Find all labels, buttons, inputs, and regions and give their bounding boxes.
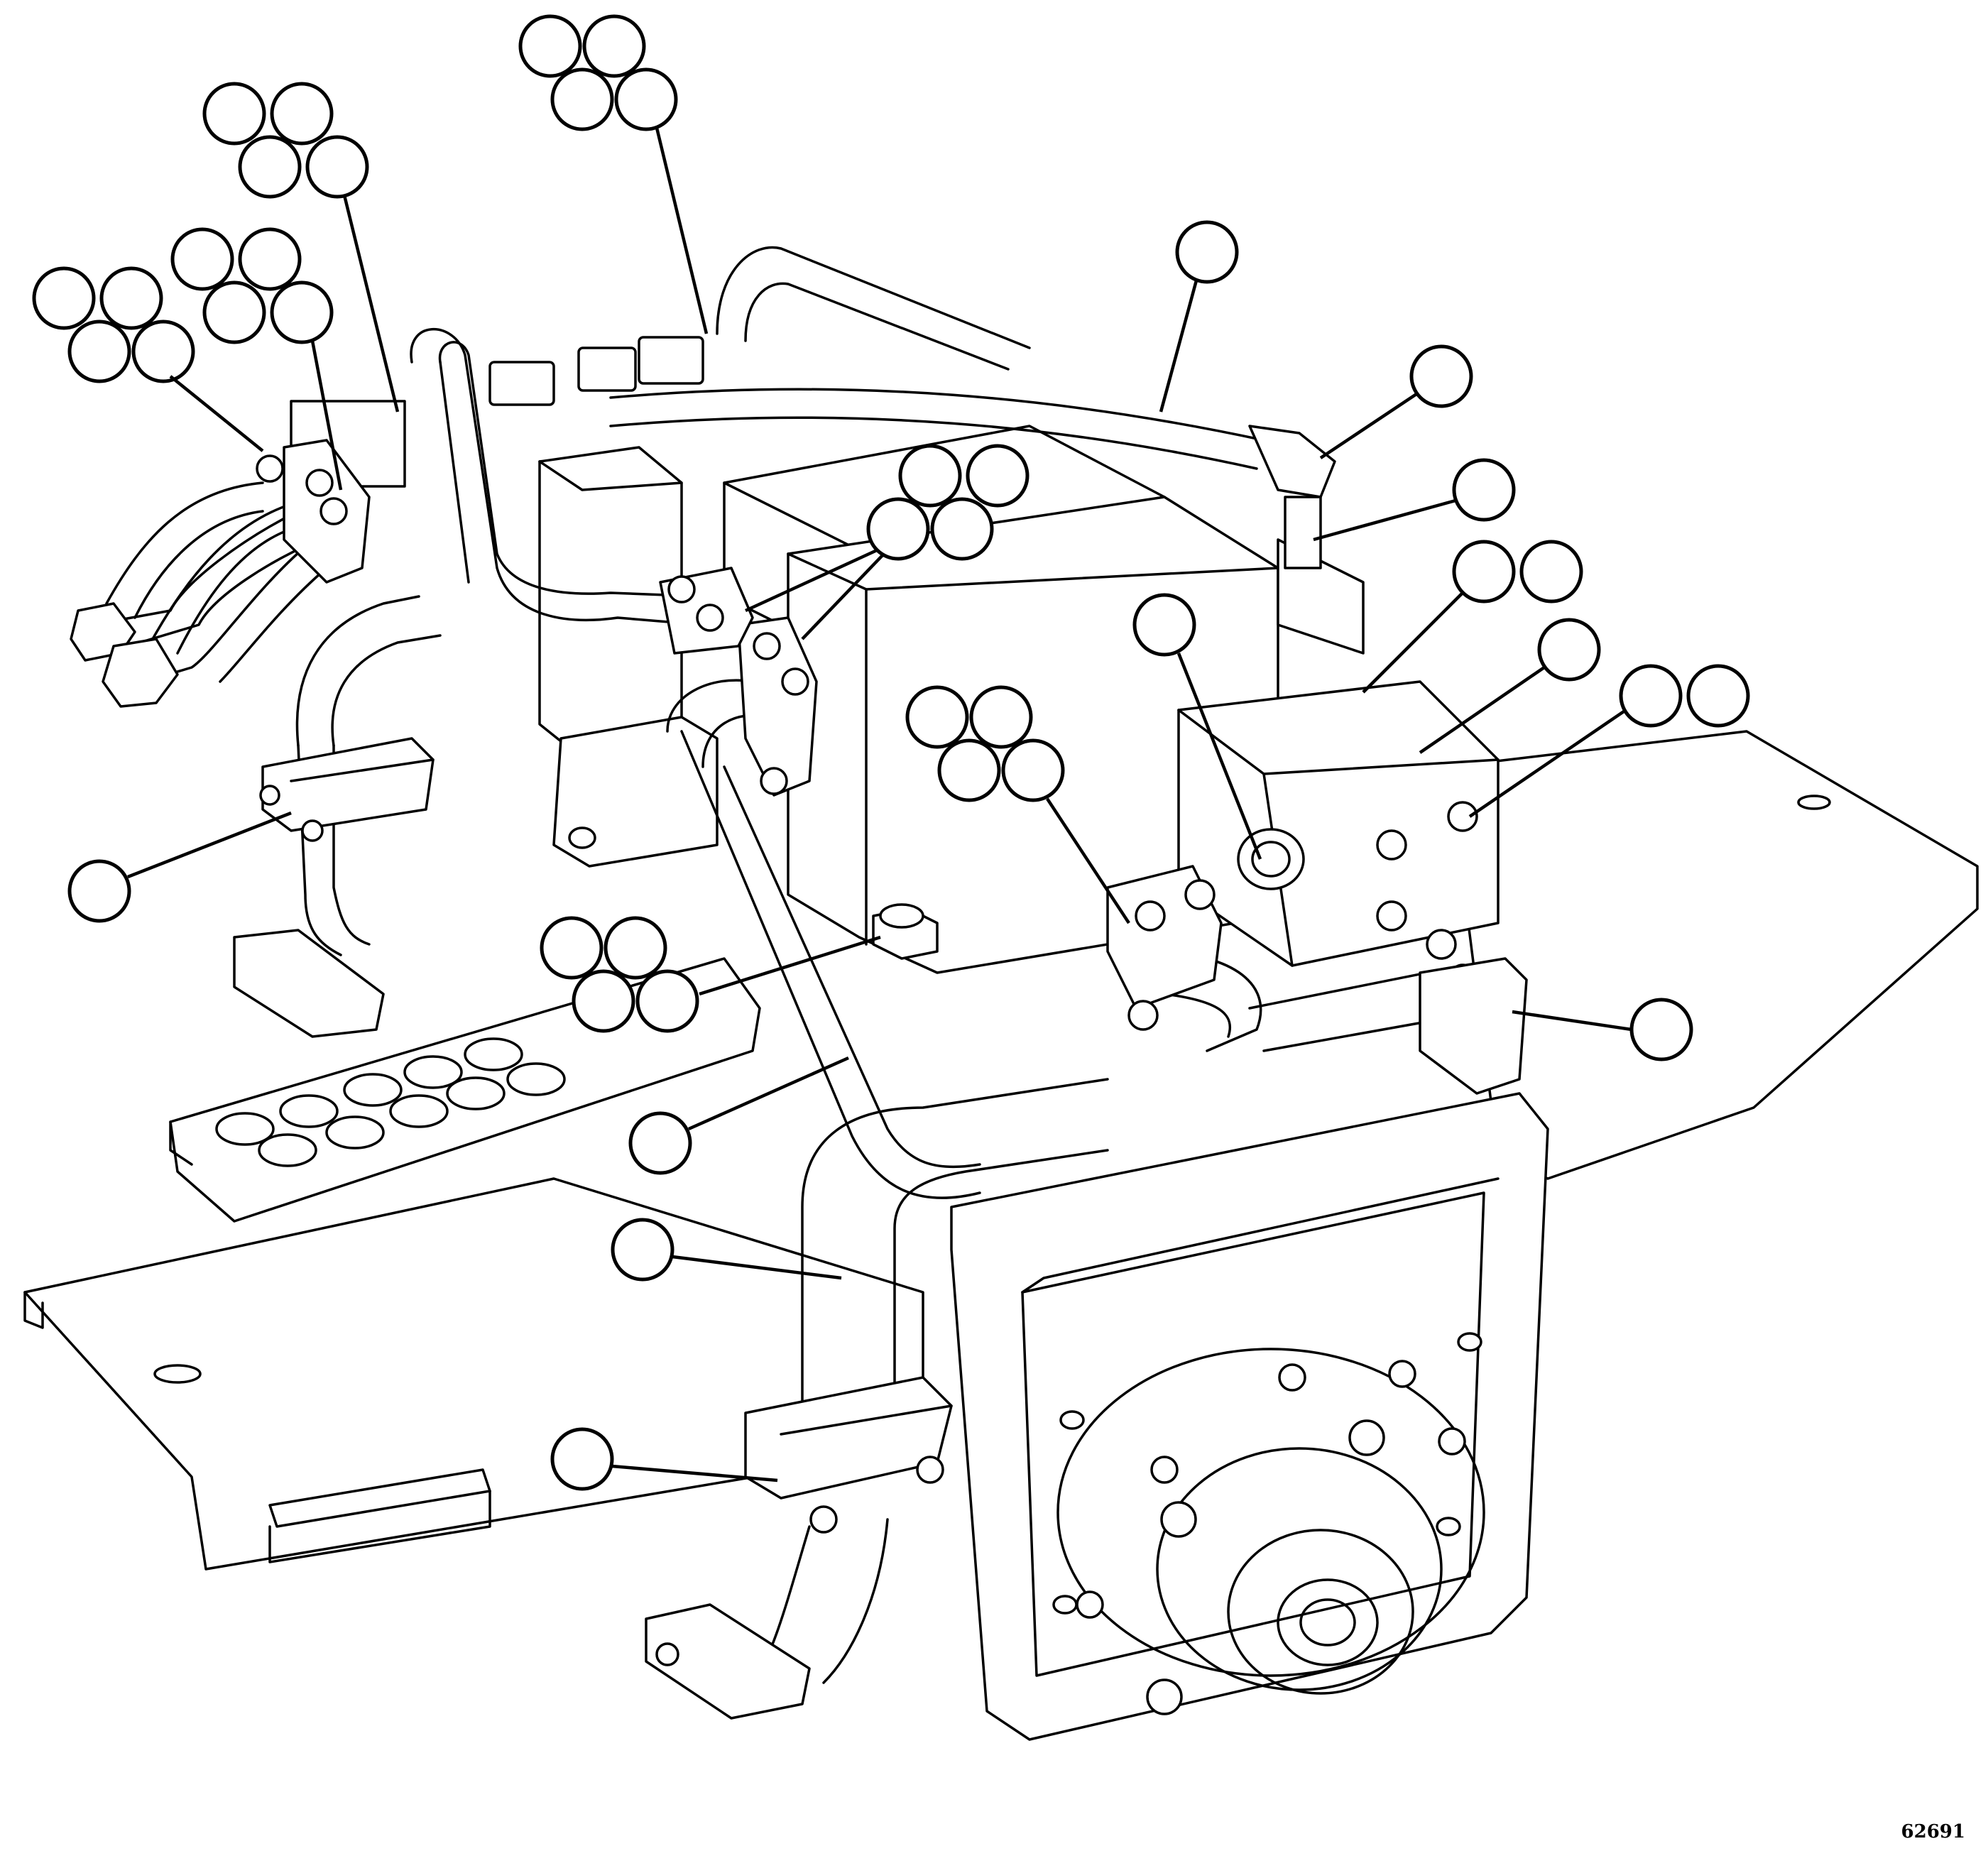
solenoid-1 [488, 361, 555, 406]
top-arch-pipe [716, 246, 1031, 371]
callout-balloon [67, 859, 131, 923]
slot-hole [153, 1364, 202, 1384]
center-long-pipe [680, 730, 981, 1199]
callout-balloon [67, 320, 131, 383]
upper-clamp [261, 737, 435, 832]
elbow-fitting [1248, 425, 1336, 498]
solenoid-edge [538, 460, 683, 491]
tall-vertical-pipe-inner [438, 341, 704, 598]
callout-balloon [572, 969, 635, 1033]
hub-outer [1056, 1348, 1485, 1677]
hub-center [1299, 1598, 1356, 1647]
callout-balloon [1686, 664, 1750, 728]
callout-balloon [898, 444, 962, 508]
left-bend-pipe-2 [155, 545, 328, 683]
callout-balloon [238, 135, 302, 199]
left-down-pipe [297, 744, 371, 956]
left-hose-2 [151, 503, 293, 655]
callout-balloon [32, 266, 96, 330]
rail-holes [215, 1037, 566, 1167]
hub-flange [1156, 1447, 1443, 1691]
callout-balloon [1629, 998, 1693, 1061]
center-flange [737, 616, 818, 797]
top-hose [609, 388, 1279, 470]
left-mid-bend [295, 595, 442, 747]
solenoid-3 [638, 336, 704, 385]
clamp-edge [780, 1404, 953, 1436]
callout-balloon [1537, 618, 1601, 682]
right-mount-block [1419, 957, 1528, 1095]
callout-balloon [270, 82, 334, 146]
callout-balloon [1519, 540, 1583, 604]
callout-balloon [238, 227, 302, 291]
slot-hole [1797, 795, 1831, 810]
callout-balloon [635, 969, 699, 1033]
figure-number: 62691 [1901, 1821, 1965, 1842]
callout-balloon [518, 14, 582, 78]
hub-bore [1277, 1578, 1379, 1666]
callout-balloon [966, 444, 1030, 508]
valve-blocks [290, 336, 1500, 974]
callout-balloon [604, 916, 667, 980]
callout-balloon [611, 1218, 674, 1282]
center-block-edge [865, 567, 1279, 591]
clamp-edge [290, 758, 435, 782]
callout-balloon [170, 227, 234, 291]
callout-balloon [866, 497, 930, 561]
channel-bracket-side [268, 1490, 491, 1563]
callout-balloon [202, 280, 266, 344]
left-solenoid-block [538, 446, 683, 754]
vertical-fitting [1284, 496, 1322, 569]
gearbox-inner-face [1021, 1191, 1485, 1677]
callout-balloon [930, 497, 994, 561]
lower-left-block [552, 716, 719, 868]
solenoid-2 [577, 346, 637, 392]
callout-balloon [614, 67, 678, 131]
callout-balloon [270, 280, 334, 344]
callout-balloon [1409, 344, 1473, 408]
callout-balloon [99, 266, 163, 330]
callout-balloon [905, 685, 969, 749]
gearbox-plate [950, 1092, 1549, 1741]
clamps-fittings [70, 425, 1528, 1720]
channel-lip [23, 1291, 44, 1329]
port-fitting [1237, 828, 1305, 890]
callout-balloon [550, 1427, 614, 1491]
callout-balloon [1132, 593, 1196, 657]
gearbox-edge [1021, 1177, 1500, 1294]
callout-balloon [1452, 540, 1516, 604]
gearbox-housing [950, 1092, 1549, 1741]
callout-balloon [131, 320, 195, 383]
hub-bolts [1076, 1360, 1466, 1715]
foreground-pipe [801, 1078, 1109, 1450]
frame-plates [23, 730, 1979, 1571]
tall-vertical-pipe [410, 328, 704, 626]
callout-balloon [582, 14, 646, 78]
callout-balloon [1001, 738, 1065, 802]
callout-balloon [1619, 664, 1683, 728]
callout-balloon [628, 1111, 692, 1175]
callout-balloon [202, 82, 266, 146]
left-lower-flange [233, 929, 385, 1038]
callout-balloon [550, 67, 614, 131]
hub-inner [1227, 1529, 1414, 1695]
callout-balloon [1452, 458, 1516, 522]
left-hose-1 [105, 481, 264, 619]
callout-balloon [937, 738, 1001, 802]
callout-balloon [1175, 220, 1239, 284]
hex-fitting-2 [102, 638, 179, 708]
callout-balloon [969, 685, 1033, 749]
rail-edge [169, 1120, 193, 1166]
bottom-flange [645, 1603, 811, 1720]
callout-balloon [305, 135, 369, 199]
callout-balloons [32, 14, 1750, 1491]
callout-balloon [540, 916, 604, 980]
